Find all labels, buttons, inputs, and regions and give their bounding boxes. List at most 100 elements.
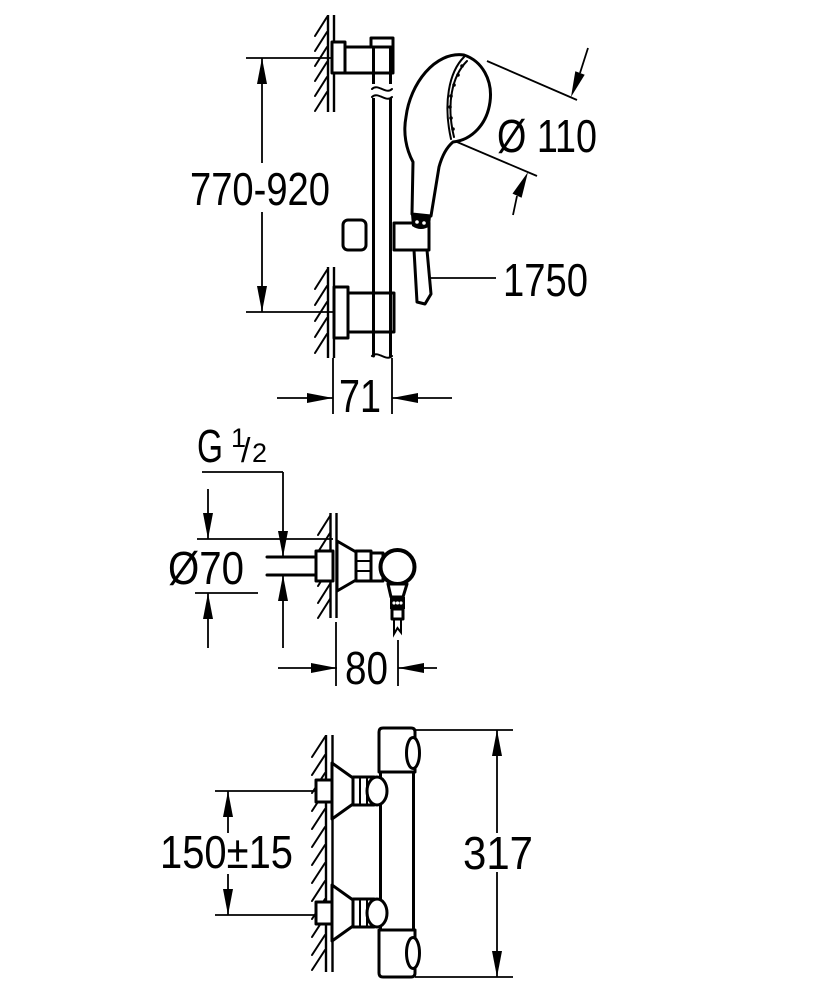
mount-flange — [332, 285, 350, 340]
wall-hatch — [314, 301, 328, 322]
arrowhead-down — [203, 513, 213, 539]
flow-knob-edge — [405, 936, 421, 970]
glider-knob — [341, 218, 368, 252]
hand-shower-body — [403, 53, 492, 218]
mount-flange — [330, 40, 347, 75]
arrowhead-up — [223, 791, 233, 817]
dim-thread-label: G 1 / 2 — [197, 420, 267, 472]
handshower-holder — [392, 221, 431, 252]
thermostat-connection-top — [314, 761, 376, 821]
wall-hatch — [317, 583, 331, 604]
dim-height-range-label: 770-920 — [190, 163, 330, 215]
dim-escutcheon-diameter-label: Ø70 — [168, 542, 244, 594]
wall-mount-lower — [332, 285, 396, 340]
arrowhead-oblique — [512, 172, 528, 198]
arrowhead-oblique — [571, 71, 585, 97]
union-nut — [354, 549, 373, 583]
arrowhead-down — [492, 951, 502, 977]
wall-hatch — [311, 934, 326, 956]
wall-hatch — [314, 16, 328, 37]
rail-break-squiggle — [371, 353, 393, 359]
shower-rail — [371, 45, 393, 359]
rail-break-squiggle — [371, 86, 393, 92]
thermostat-body — [365, 726, 421, 979]
wall-hatch — [311, 808, 326, 830]
figure-shower-rail-set: 770-920 Ø 110 1750 71 — [190, 15, 597, 422]
inlet-ball-joint — [365, 897, 389, 929]
wall-section-thermostat — [311, 735, 334, 972]
arrowhead-left — [398, 663, 424, 673]
handle-end-cap — [411, 214, 431, 229]
rail-end-cap — [369, 36, 395, 49]
dim-thread-size: G 1 / 2 — [197, 420, 288, 648]
wall-hatch — [314, 31, 328, 52]
rail-break-squiggle — [371, 94, 393, 100]
dim-height-range: 770-920 — [190, 57, 333, 313]
escutcheon-cone — [335, 539, 358, 593]
wall-hatch — [311, 736, 326, 758]
mount-arm — [346, 291, 396, 334]
temperature-knob-edge — [405, 736, 421, 770]
arrowhead-left — [392, 393, 418, 403]
dim-overall-height: 317 — [415, 729, 533, 978]
arrowhead-right — [311, 663, 337, 673]
wall-hatch — [311, 844, 326, 866]
dim-wall-distance-label: 80 — [345, 642, 388, 694]
dim-hose-length-label: 1750 — [503, 254, 588, 306]
dim-head-diameter: Ø 110 — [449, 47, 597, 216]
inlet-ball-joint — [365, 775, 389, 807]
hose-segment — [412, 248, 433, 306]
wall-hatch — [317, 532, 331, 553]
dim-escutcheon-diameter: Ø70 — [168, 489, 333, 648]
shower-hose — [412, 248, 433, 306]
dim-connection-spacing-label: 150±15 — [160, 826, 293, 878]
arrow-tail — [579, 47, 589, 74]
hose-nipple — [390, 607, 405, 621]
handle-end-dot — [415, 220, 419, 224]
wall-hatch — [314, 269, 328, 290]
wall-hatch — [314, 91, 328, 112]
wall-hatch — [314, 76, 328, 97]
escutcheon-cone — [330, 761, 355, 821]
arrowhead-up — [257, 58, 267, 84]
valve-handle-knob — [378, 548, 417, 586]
wall-hatch — [317, 515, 331, 536]
wall-hatch — [311, 826, 326, 848]
dim-overall-height-label: 317 — [463, 827, 533, 879]
arrowhead-right — [307, 393, 333, 403]
wall-section-upper — [314, 15, 336, 112]
handle-end-dot — [422, 221, 426, 225]
hand-shower — [403, 53, 492, 218]
wall-mount-upper — [330, 36, 395, 75]
valve-assembly — [265, 539, 417, 638]
wall-hatch — [311, 880, 326, 902]
wall-hatch — [311, 949, 326, 971]
arrowhead-down — [223, 889, 233, 915]
dim-connection-spacing: 150±15 — [160, 790, 316, 916]
dim-wall-distance: 80 — [278, 622, 437, 694]
escutcheon-cone — [330, 883, 355, 943]
arrowhead-up — [278, 575, 288, 601]
hose-end — [393, 618, 402, 638]
connector-dot — [392, 601, 396, 605]
mount-arm — [343, 45, 395, 75]
dim-hose-length: 1750 — [429, 254, 588, 306]
tangent-line — [449, 138, 538, 177]
inlet-hex-nut — [314, 778, 334, 804]
wall-hatch — [311, 862, 326, 884]
tangent-line — [486, 60, 578, 101]
dim-head-diameter-label: Ø 110 — [497, 110, 597, 162]
wall-hatch — [314, 317, 328, 338]
dim-rail-offset-label: 71 — [339, 370, 381, 422]
inlet-hex-nut — [314, 549, 335, 583]
body-cap-bottom — [377, 928, 417, 979]
outlet-cone — [386, 582, 409, 599]
arrowhead-up — [492, 730, 502, 756]
arrow-tail — [512, 195, 518, 216]
arrowhead-up — [203, 593, 213, 619]
arrowhead-down — [257, 286, 267, 312]
inlet-hex-nut — [314, 900, 334, 926]
figure-exposed-valve: G 1 / 2 Ø70 80 — [168, 420, 437, 694]
